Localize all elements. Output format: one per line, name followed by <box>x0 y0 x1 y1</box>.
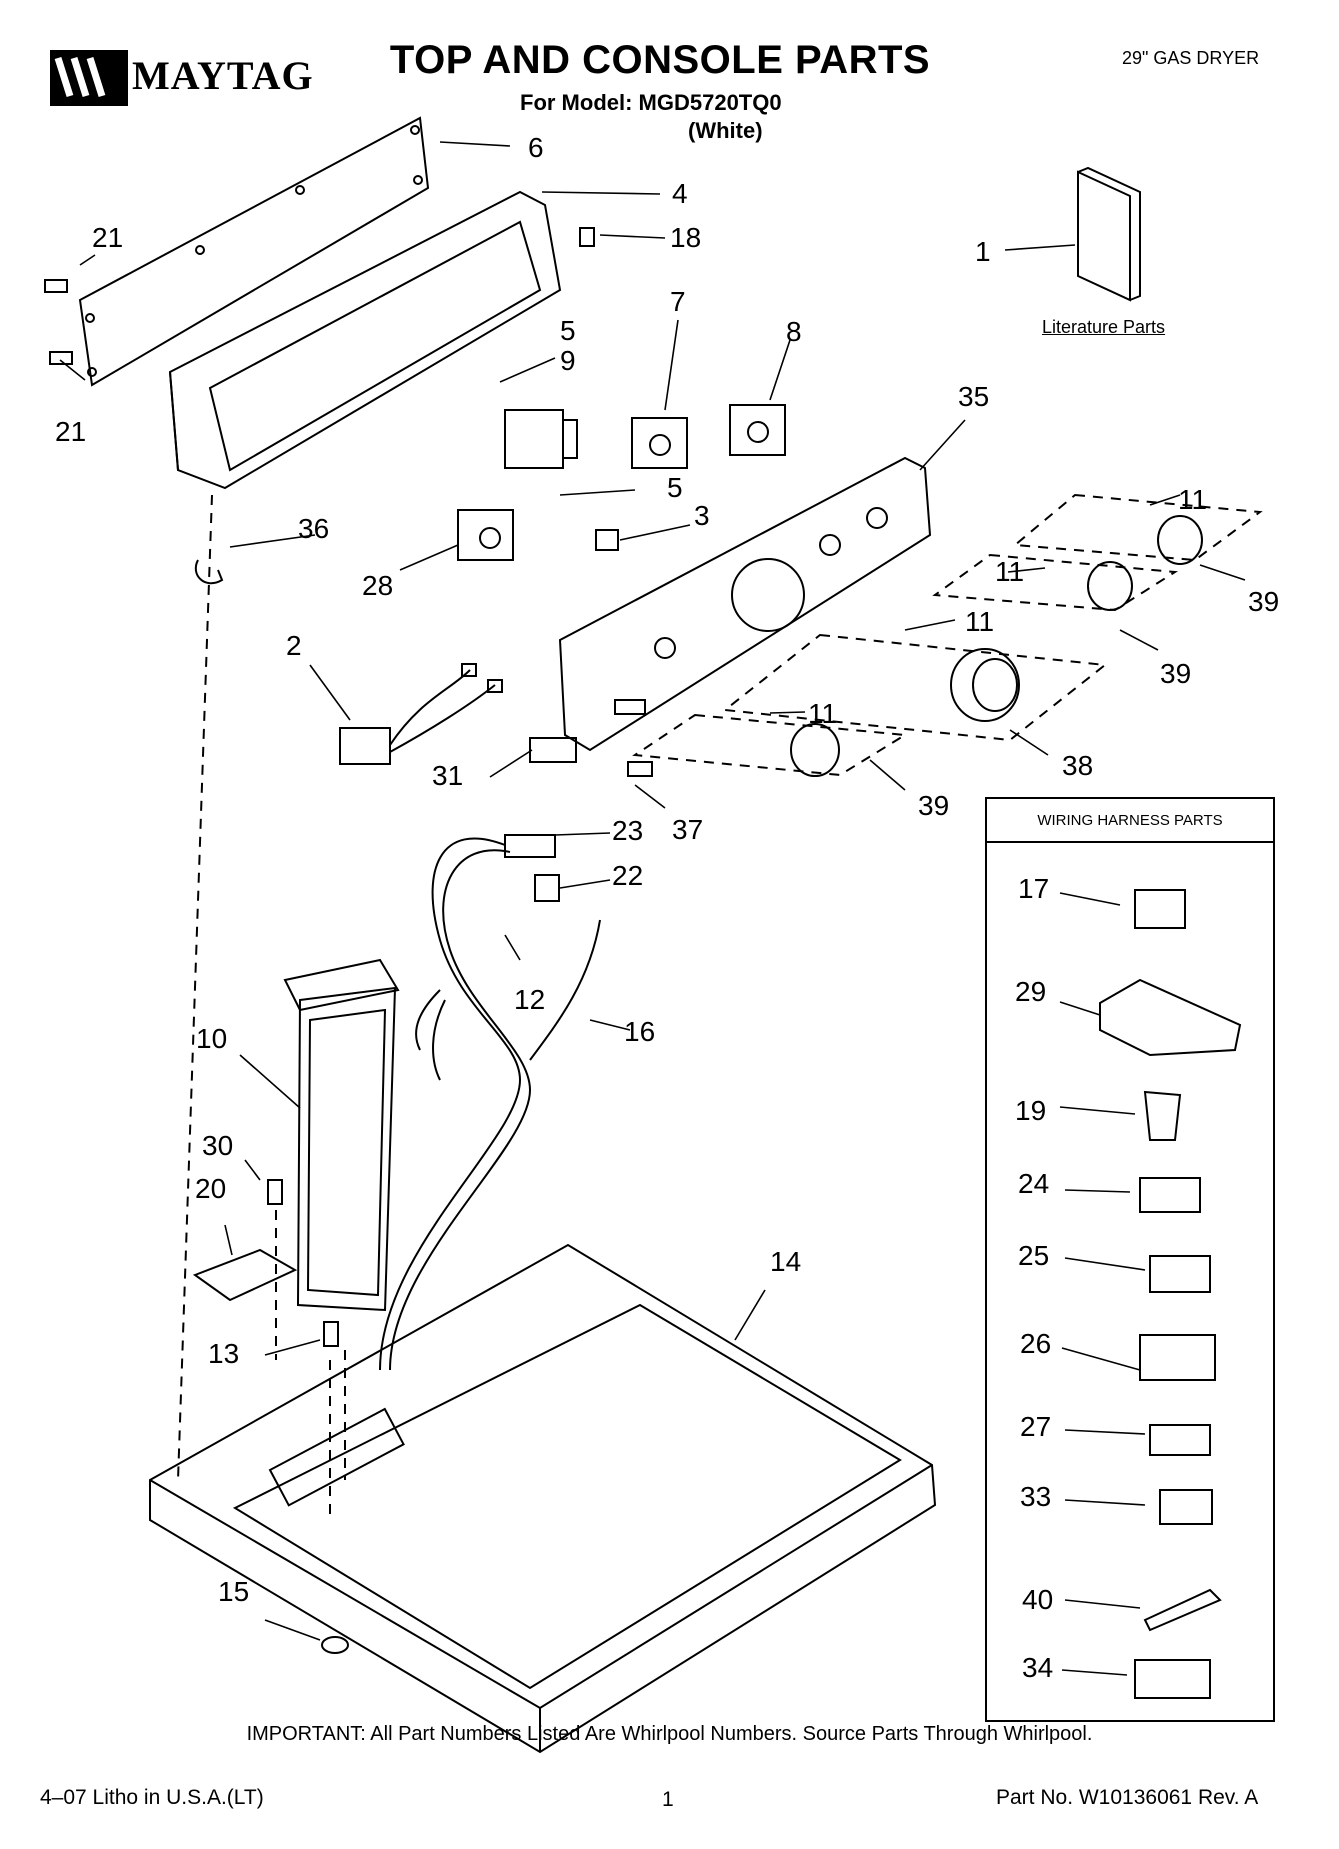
maytag-m-emblem <box>50 50 128 106</box>
part-4-console-housing <box>168 190 562 490</box>
callout-39-c: 39 <box>918 790 950 821</box>
callout-16: 16 <box>624 1016 656 1047</box>
callout-8: 8 <box>786 316 802 347</box>
callout-25: 25 <box>1018 1240 1050 1271</box>
callout-23: 23 <box>612 815 644 846</box>
part-20-plate <box>192 1248 298 1302</box>
part-2-harness <box>339 663 503 765</box>
callout-3: 3 <box>694 500 710 531</box>
callout-13: 13 <box>208 1338 240 1369</box>
part-15-foot <box>321 1636 349 1654</box>
part-6-rear-panel <box>78 116 430 387</box>
callout-34: 34 <box>1022 1652 1054 1683</box>
callout-31: 31 <box>432 760 464 791</box>
part-1-literature <box>1077 166 1141 302</box>
part-35-control-panel <box>558 456 932 752</box>
callout-20: 20 <box>195 1173 227 1204</box>
callout-28: 28 <box>362 570 394 601</box>
callout-27: 27 <box>1020 1411 1052 1442</box>
part-37-label <box>627 761 653 777</box>
part-14-top-panel <box>149 1243 937 1754</box>
callout-40: 40 <box>1022 1584 1054 1615</box>
callout-11-d: 11 <box>808 698 838 729</box>
wiring-harness-title: WIRING HARNESS PARTS <box>987 799 1273 843</box>
part-21-screws <box>44 279 73 365</box>
callout-7: 7 <box>670 286 686 317</box>
part-16-main-harness <box>379 834 601 1371</box>
part-38-timer-knob <box>950 648 1020 722</box>
model-line: For Model: MGD5720TQ0 <box>520 90 782 115</box>
callout-12: 12 <box>514 984 546 1015</box>
part-30-screw <box>267 1179 283 1205</box>
part-39-knob-c <box>790 723 840 777</box>
callout-19: 19 <box>1015 1095 1047 1126</box>
callout-37: 37 <box>672 814 704 845</box>
literature-parts-label: Literature Parts <box>1042 317 1166 337</box>
callout-36: 36 <box>298 513 330 544</box>
callout-11-b: 11 <box>995 556 1025 587</box>
callout-33: 33 <box>1020 1481 1052 1512</box>
assembly-guides <box>177 494 346 1520</box>
important-notice: IMPORTANT: All Part Numbers Listed Are W… <box>246 1723 1093 1745</box>
callout-39-b: 39 <box>1160 658 1192 689</box>
page-title: TOP AND CONSOLE PARTS <box>389 38 931 82</box>
harness-part-icons <box>1099 889 1242 1699</box>
callout-6: 6 <box>528 132 544 163</box>
callout-14: 14 <box>770 1246 802 1277</box>
litho-info: 4–07 Litho in U.S.A.(LT) <box>40 1786 264 1809</box>
callout-22: 22 <box>612 860 644 891</box>
callout-11-a: 11 <box>1178 484 1208 515</box>
callout-1: 1 <box>975 236 991 267</box>
color-line: (White) <box>688 118 763 143</box>
part-31-connector <box>529 737 577 763</box>
part-3-knob-clip <box>595 529 619 551</box>
part-9-timer <box>504 409 578 469</box>
callout-35: 35 <box>958 381 990 412</box>
callout-17: 17 <box>1018 873 1050 904</box>
part-10-lint-screen <box>283 958 400 1312</box>
part-36-clip <box>194 559 224 585</box>
callout-15: 15 <box>218 1576 250 1607</box>
brand-name: MAYTAG <box>132 53 314 98</box>
callout-21-top: 21 <box>92 222 124 253</box>
callout-30: 30 <box>202 1130 234 1161</box>
callout-2: 2 <box>286 630 302 661</box>
callout-5-top: 5 <box>560 315 576 346</box>
part-39-knob-a <box>1157 515 1203 565</box>
part-number: Part No. W10136061 Rev. A <box>996 1786 1259 1809</box>
callout-18: 18 <box>670 222 702 253</box>
callout-26: 26 <box>1020 1328 1052 1359</box>
callout-29: 29 <box>1015 976 1047 1007</box>
product-type: 29" GAS DRYER <box>1122 48 1260 68</box>
callout-24: 24 <box>1018 1168 1050 1199</box>
callout-38: 38 <box>1062 750 1094 781</box>
callout-11-c: 11 <box>965 606 995 637</box>
maytag-logo <box>50 48 330 108</box>
callout-4: 4 <box>672 178 688 209</box>
page-number: 1 <box>662 1788 674 1811</box>
callout-10: 10 <box>196 1023 228 1054</box>
callout-leaders <box>59 141 1246 1676</box>
knob-dashed-guides <box>632 493 1263 777</box>
part-13-screw <box>323 1321 339 1347</box>
part-7-switch <box>631 417 688 469</box>
part-39-knob-b <box>1087 561 1133 611</box>
callout-5-bottom: 5 <box>667 472 683 503</box>
part-8-switch <box>729 404 786 456</box>
callout-21-bottom: 21 <box>55 416 87 447</box>
callout-39-a: 39 <box>1248 586 1280 617</box>
part-18-clip <box>579 227 595 247</box>
callout-9: 9 <box>560 345 576 376</box>
part-28-switch <box>457 509 514 561</box>
wiring-harness-box: WIRING HARNESS PARTS <box>985 797 1275 1722</box>
